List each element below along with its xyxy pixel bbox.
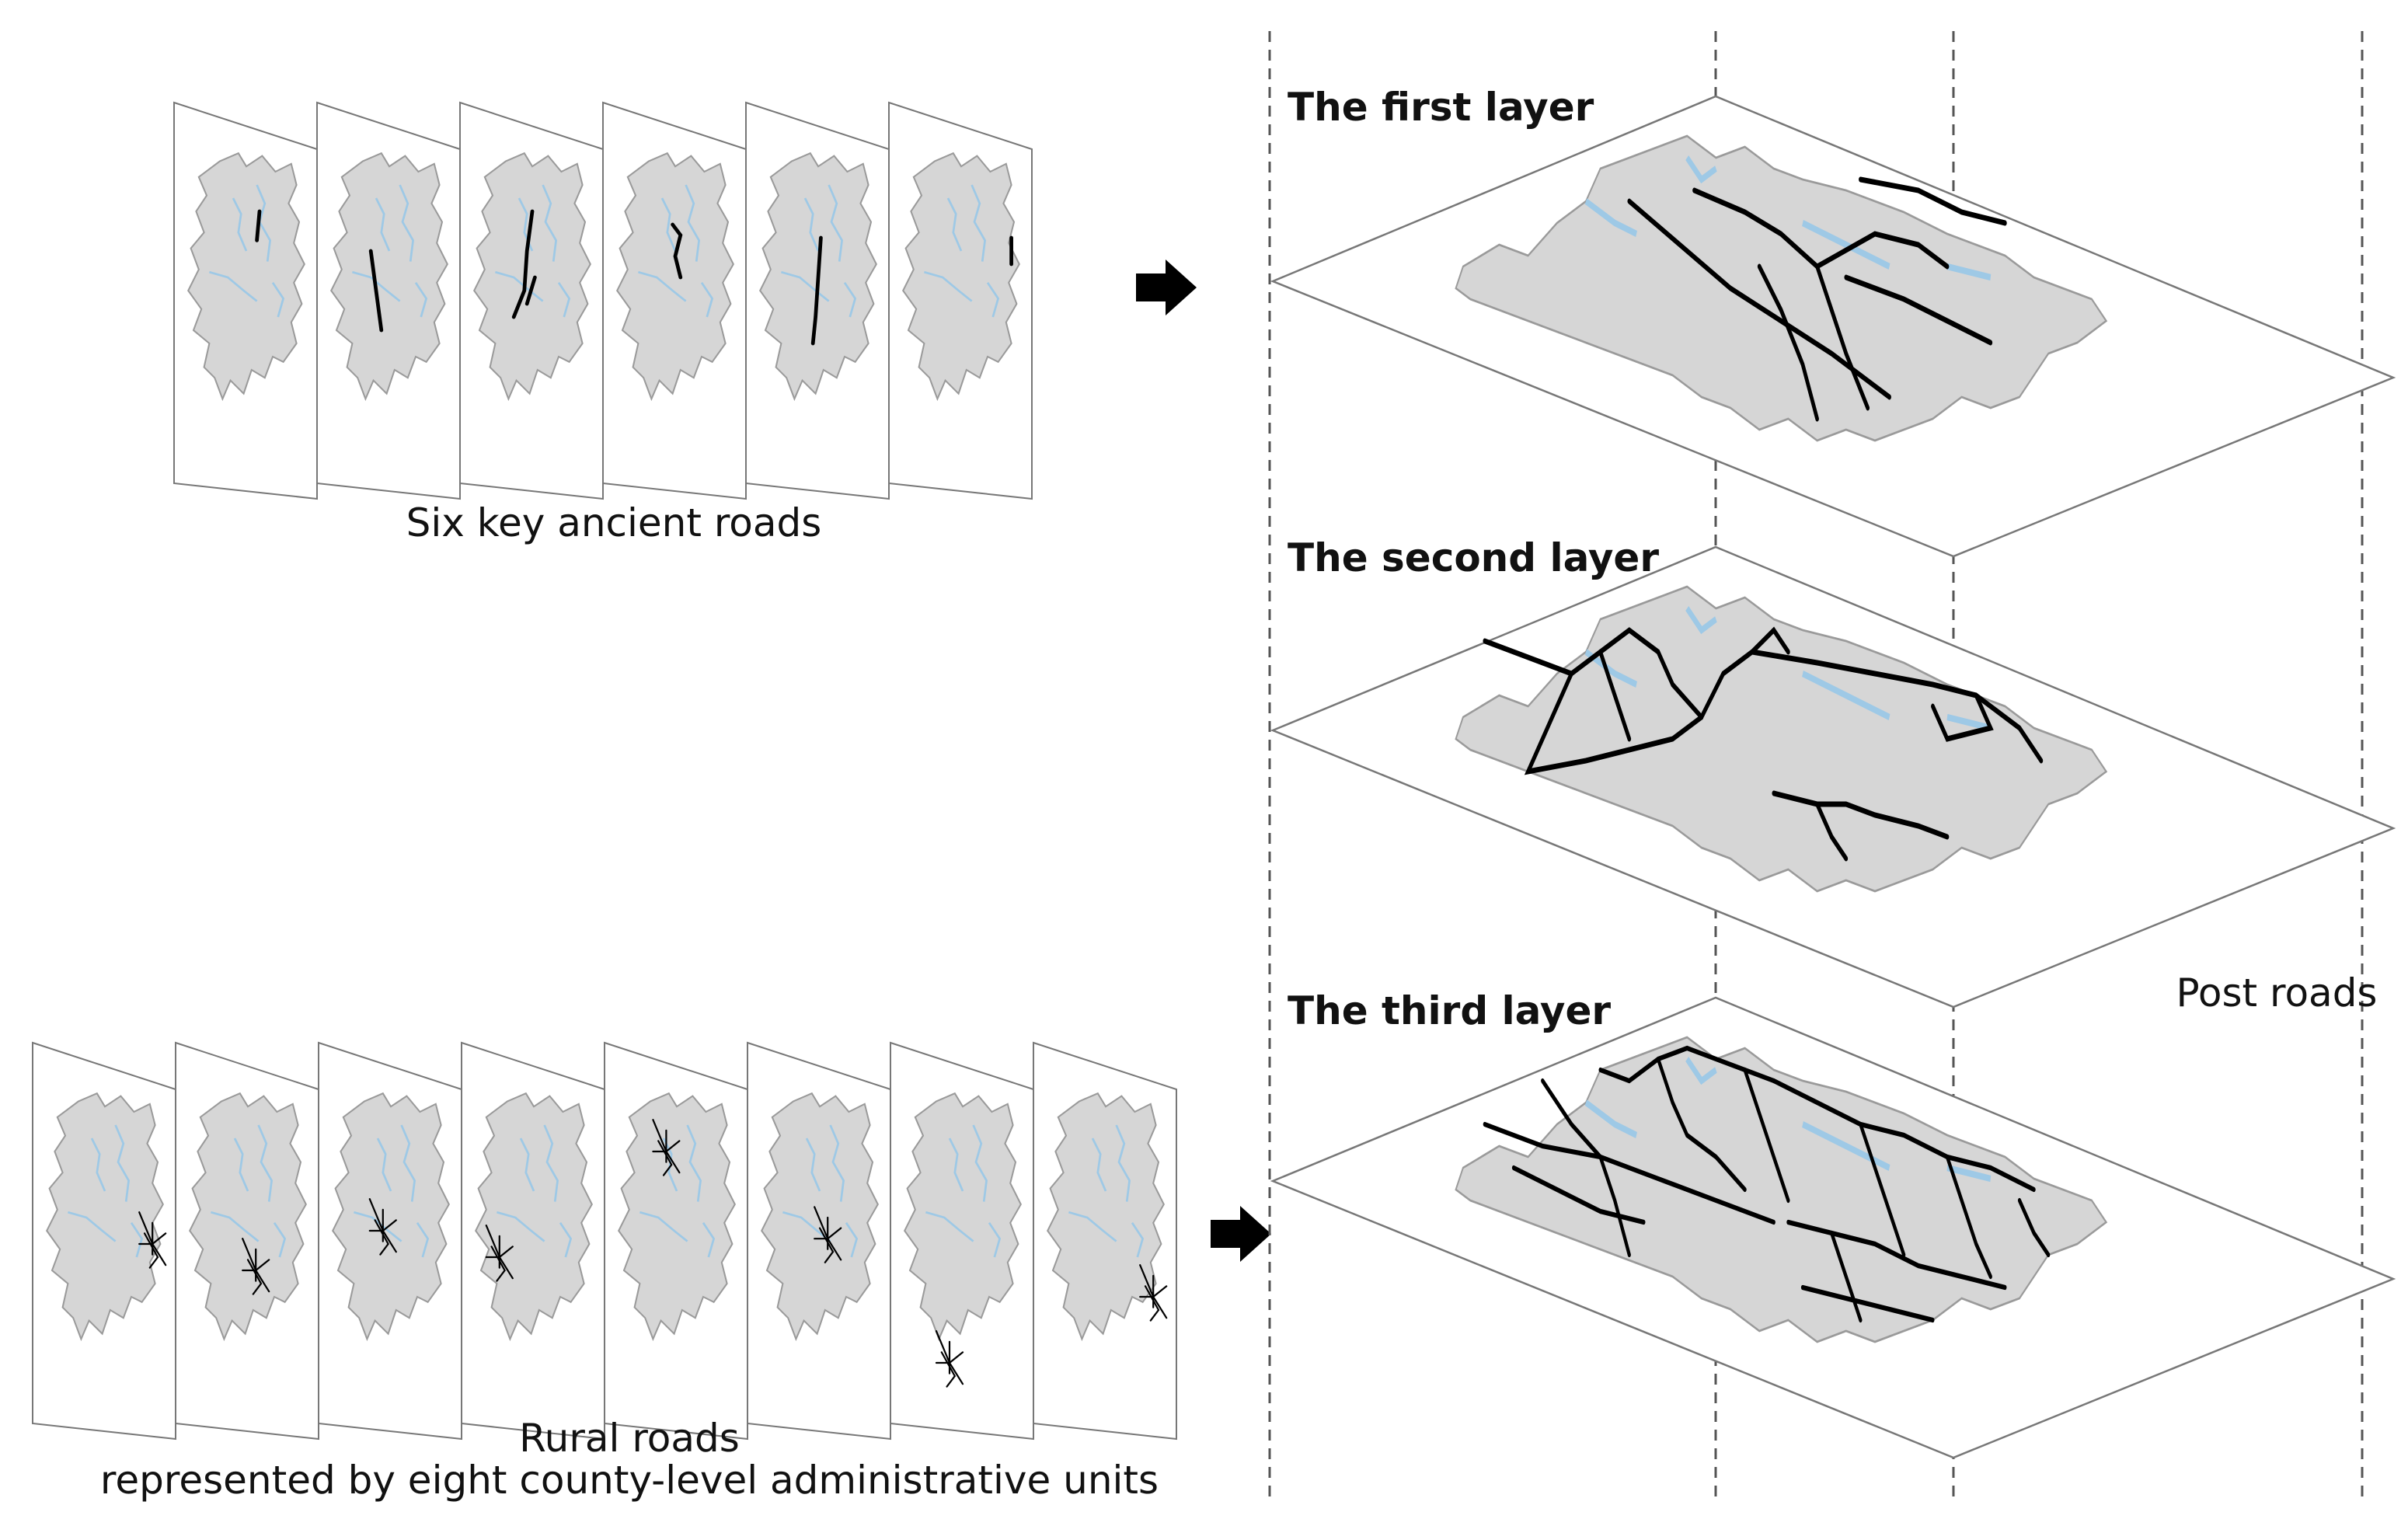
rural-roads-caption-line2: represented by eight county-level admini…: [100, 1458, 1159, 1503]
third-layer: The third layer: [1270, 988, 2396, 1459]
right-arrow-icon: [1136, 260, 1197, 315]
road-line: [1627, 198, 1891, 400]
terrain-map: [618, 1092, 736, 1340]
rural-roads-stack: [32, 1041, 1177, 1441]
rural-road-cluster: [138, 1211, 167, 1269]
rural-road-cluster: [368, 1198, 397, 1256]
map-card: [318, 1041, 462, 1441]
arrow-to-third-layer: [1211, 1206, 1271, 1262]
road-line: [1483, 1121, 1776, 1225]
rivers: [1584, 155, 1992, 281]
terrain-map: [759, 152, 877, 400]
map-card: [316, 101, 461, 500]
ancient-road-line: [671, 222, 683, 280]
rural-road-cluster: [242, 1238, 270, 1295]
road-line: [1830, 1230, 1863, 1323]
rural-road-cluster: [485, 1225, 514, 1282]
map-card: [602, 101, 747, 500]
rivers: [1584, 606, 1992, 732]
map-card: [461, 1041, 605, 1441]
second-layer-roads: [1483, 626, 2044, 862]
rural-roads-caption-line1: Rural roads: [519, 1416, 740, 1461]
rural-road-cluster: [652, 1119, 681, 1176]
first-layer: The first layer: [1270, 85, 2396, 558]
road-line: [1541, 1078, 1631, 1258]
terrain-map: [187, 152, 305, 400]
rural-road-cluster: [935, 1330, 964, 1388]
road-line: [1483, 627, 1704, 720]
road-line: [1931, 692, 2044, 764]
map-card: [890, 1041, 1034, 1441]
terrain-map: [332, 1092, 450, 1340]
road-line: [1859, 1121, 1906, 1258]
road-line: [1800, 1284, 1935, 1323]
terrain-map: [761, 1092, 879, 1340]
terrain-map: [902, 152, 1020, 400]
road-line: [1656, 1056, 1747, 1193]
rural-road-cluster: [814, 1206, 842, 1263]
map-card: [888, 101, 1033, 500]
rivers: [1584, 1057, 1992, 1183]
map-card: [173, 101, 318, 500]
road-line: [1511, 1165, 1646, 1225]
right-arrow-icon: [1211, 1206, 1271, 1262]
map-card: [175, 1041, 319, 1441]
terrain-map: [473, 152, 591, 400]
map-card: [459, 101, 604, 500]
ancient-roads-stack: [173, 101, 1033, 500]
road-line: [1750, 649, 1978, 699]
terrain-map: [189, 1092, 307, 1340]
ancient-road-line: [368, 249, 384, 333]
ancient-road-line: [255, 209, 262, 242]
road-line: [1945, 1154, 1992, 1280]
ancient-roads-caption: Six key ancient roads: [406, 500, 822, 545]
road-line: [1844, 274, 1993, 346]
layer-title: The third layer: [1288, 988, 1611, 1033]
road-line: [1815, 801, 1849, 862]
layer-title: The first layer: [1288, 85, 1594, 130]
layer-title: The second layer: [1288, 535, 1659, 580]
rural-road-cluster: [1139, 1264, 1168, 1322]
road-line: [1757, 263, 1819, 422]
ancient-road-line: [511, 209, 537, 319]
map-card: [1033, 1041, 1177, 1441]
road-line: [1815, 231, 1950, 270]
map-card: [604, 1041, 748, 1441]
road-line: [1598, 649, 1632, 742]
map-card: [747, 1041, 891, 1441]
map-card: [32, 1041, 176, 1441]
road-line: [1772, 1078, 2036, 1193]
terrain-map: [475, 1092, 593, 1340]
terrain-map: [46, 1092, 167, 1340]
ancient-roads-composite: [1627, 176, 2007, 422]
arrow-to-first-layer: [1136, 260, 1197, 315]
map-card: [745, 101, 890, 500]
post-roads-label: Post roads: [2176, 970, 2378, 1016]
terrain-map: [330, 152, 448, 400]
road-line: [1786, 1219, 2007, 1291]
terrain-map: [1047, 1092, 1168, 1340]
road-line: [1743, 1067, 1790, 1204]
ancient-road-line: [810, 235, 823, 346]
road-line: [2017, 1197, 2051, 1258]
road-line: [1524, 671, 1704, 775]
road-line: [1859, 176, 2007, 226]
second-layer: The second layer: [1270, 535, 2396, 1009]
terrain-map: [616, 152, 734, 400]
terrain-map: [904, 1092, 1022, 1388]
third-layer-roads: [1483, 1045, 2051, 1323]
road-line: [1772, 790, 1950, 840]
